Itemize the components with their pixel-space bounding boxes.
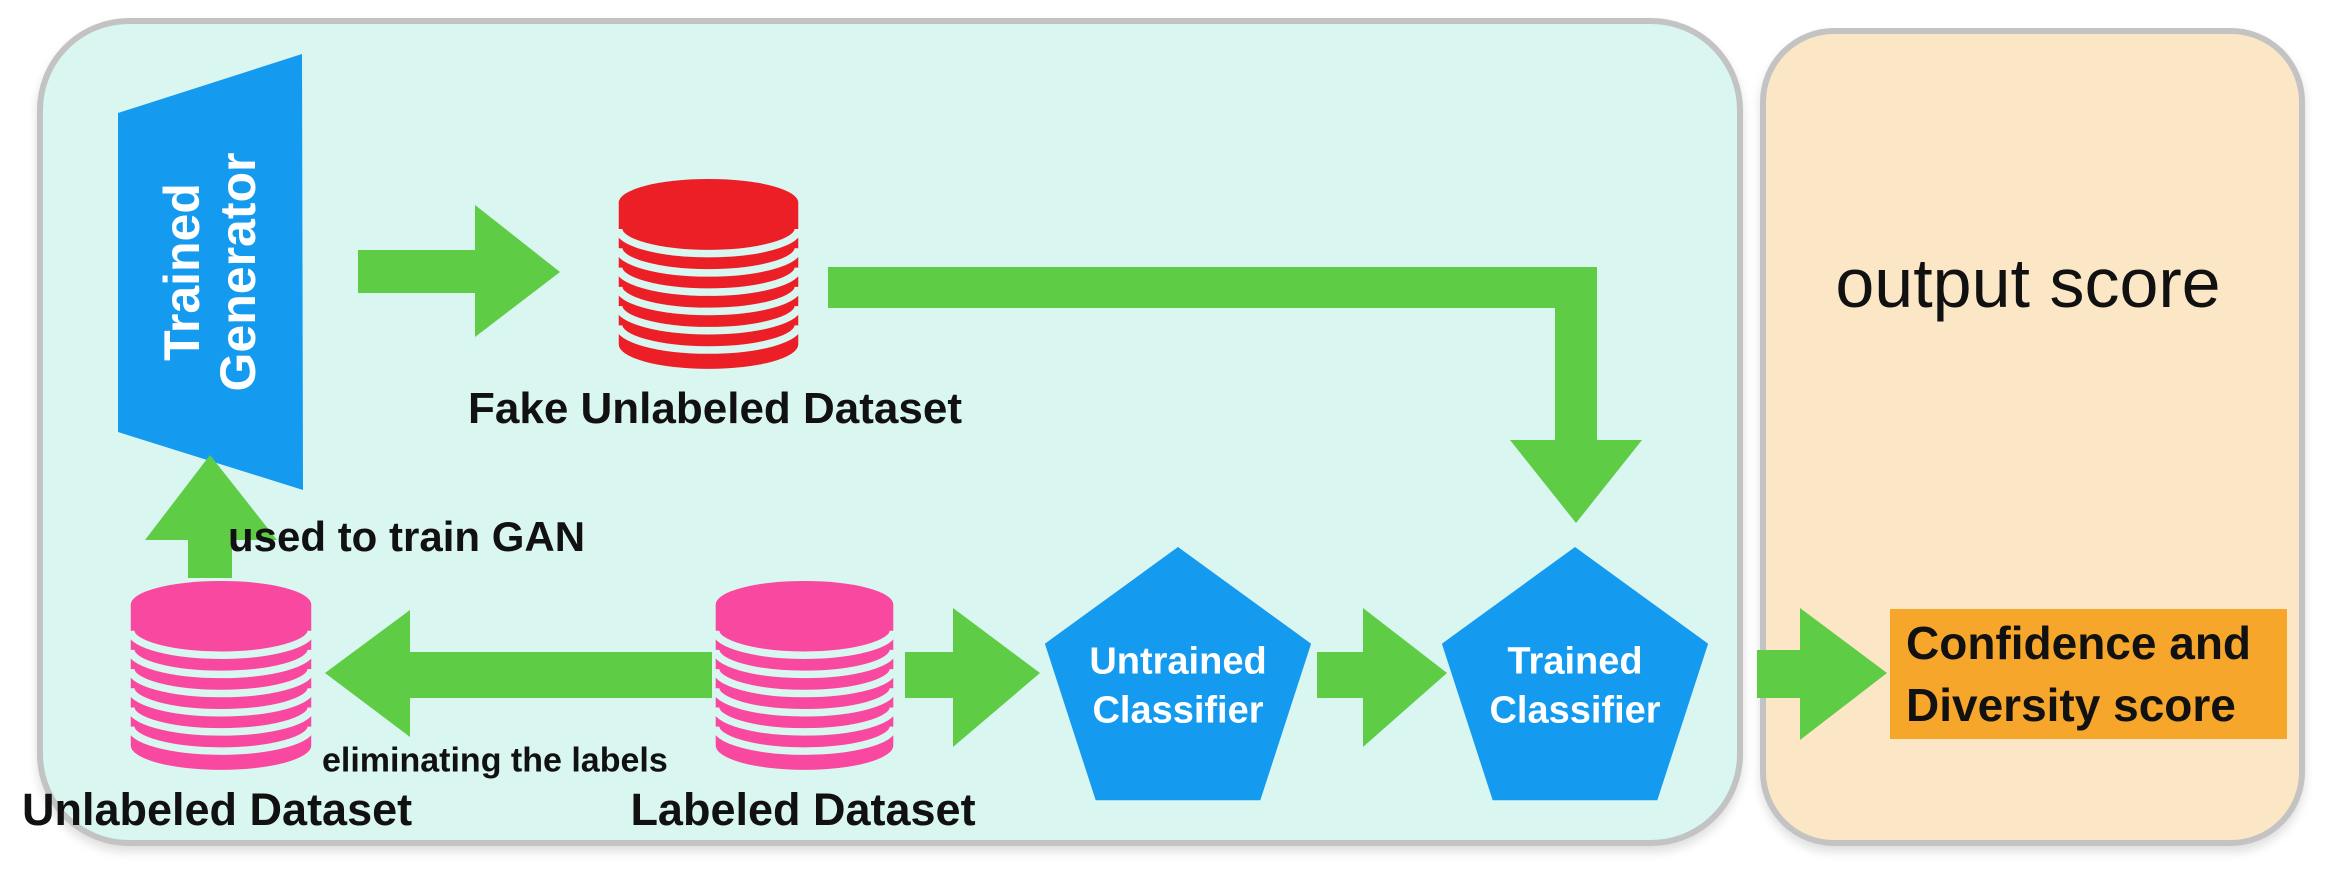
untrained-classifier-line1: Untrained — [1089, 640, 1267, 683]
trained-classifier-line2: Classifier — [1489, 689, 1661, 731]
eliminating-labels-label: eliminating the labels — [322, 741, 668, 780]
trained-generator-line1: Trained — [154, 183, 210, 361]
used-to-train-gan-label: used to train GAN — [228, 513, 586, 560]
confidence-diversity-score-box: Confidence and Diversity score — [1890, 609, 2287, 739]
trained-generator-label: Trained Generator — [154, 153, 266, 392]
unlabeled-dataset-label: Unlabeled Dataset — [22, 784, 413, 835]
trained-classifier-line1: Trained — [1507, 640, 1643, 683]
output-score-title: output score — [1835, 244, 2221, 322]
score-box-line2: Diversity score — [1906, 679, 2236, 731]
untrained-classifier-label: Untrained Classifier — [1089, 637, 1266, 734]
trained-classifier-label: Trained Classifier — [1489, 637, 1660, 734]
fake-dataset-label: Fake Unlabeled Dataset — [468, 384, 962, 433]
untrained-classifier-line2: Classifier — [1092, 689, 1264, 731]
trained-generator-line2: Generator — [210, 152, 266, 392]
labeled-dataset-label: Labeled Dataset — [630, 784, 976, 835]
score-box-line1: Confidence and — [1906, 617, 2252, 669]
